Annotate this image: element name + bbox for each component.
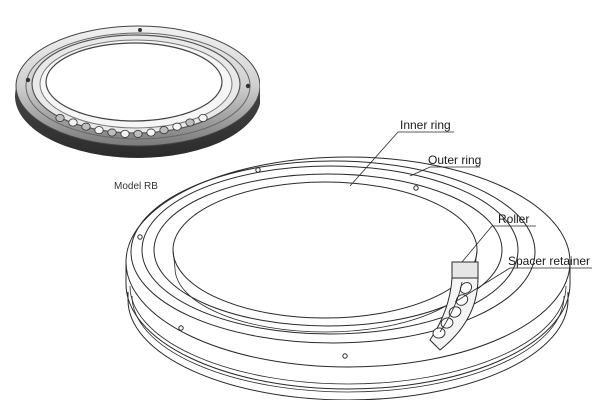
photo-roller <box>120 129 130 138</box>
bore-edge <box>172 181 478 319</box>
photo-roller <box>159 126 169 135</box>
mounting-hole <box>342 353 348 359</box>
photo-roller <box>172 122 182 131</box>
leader-outer-ring <box>409 166 480 177</box>
roller <box>432 327 446 339</box>
photo-roller <box>55 114 65 123</box>
photo-mounting-hole <box>138 28 142 32</box>
mounting-hole <box>137 234 143 240</box>
mounting-hole <box>178 325 184 331</box>
leader-roller <box>461 225 536 263</box>
label-inner-ring: Inner ring <box>400 118 451 132</box>
photo-roller <box>133 129 143 138</box>
lower-flange-side <box>127 292 569 400</box>
mounting-hole <box>255 167 261 173</box>
photo-roller <box>81 122 91 131</box>
spacer-retainer <box>439 281 463 333</box>
photo-mounting-hole <box>25 77 31 83</box>
label-spacer-retainer: Spacer retainer <box>508 254 591 268</box>
label-roller: Roller <box>498 212 530 226</box>
photo-roller <box>107 128 117 137</box>
outer-ring-top-edge <box>125 156 571 368</box>
label-outer-ring: Outer ring <box>428 153 482 167</box>
outer-ring-side <box>125 262 571 390</box>
leader-spacer-retainer <box>454 267 592 303</box>
roller <box>455 294 469 306</box>
photo-roller <box>198 114 208 123</box>
photo-roller <box>146 128 156 137</box>
inner-ring-outer-edge <box>130 160 536 344</box>
bearing-photo <box>15 25 260 158</box>
section-face <box>451 261 479 279</box>
photo-rollers <box>55 114 208 138</box>
roller <box>459 282 473 294</box>
photo-roller <box>68 118 78 127</box>
photo-mounting-hole <box>245 83 251 89</box>
bore-depth <box>172 249 478 333</box>
photo-roller <box>185 118 195 127</box>
cutaway-section <box>429 261 479 351</box>
inner-ring-step <box>141 165 519 335</box>
photo-caption: Model RB <box>114 181 158 192</box>
mounting-hole <box>413 185 419 191</box>
photo-bore <box>45 42 223 122</box>
roller <box>448 306 462 318</box>
photo-roller <box>94 126 104 135</box>
leader-inner-ring <box>349 131 454 187</box>
inner-ring-face <box>153 173 503 327</box>
